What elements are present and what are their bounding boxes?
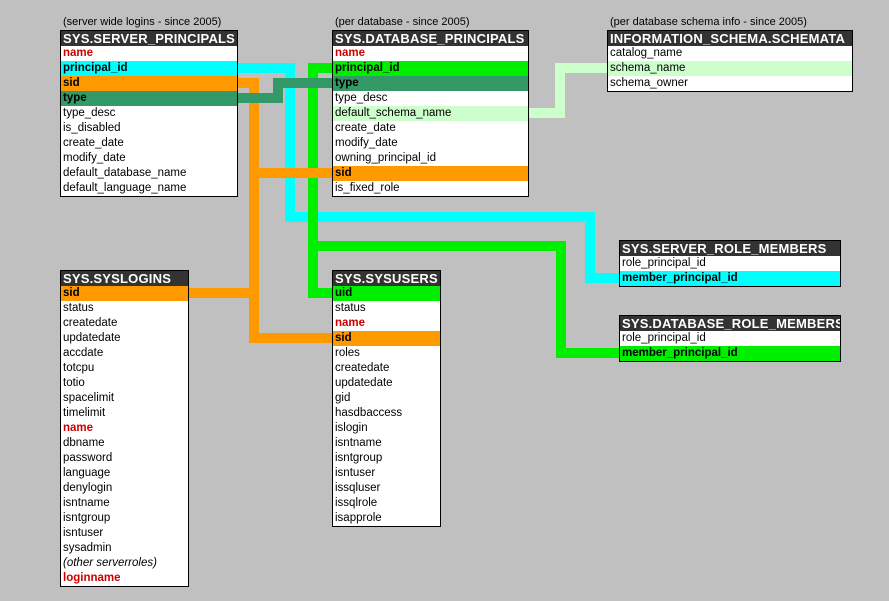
column-isntgroup: isntgroup xyxy=(63,512,111,524)
column-member-principal-id: member_principal_id xyxy=(620,346,840,361)
column-default-schema-name: default_schema_name xyxy=(333,106,528,121)
column-name: name xyxy=(335,317,366,329)
column-dbname: dbname xyxy=(63,437,105,449)
column-issqlrole: issqlrole xyxy=(335,497,378,509)
column-updatedate: updatedate xyxy=(335,377,393,389)
column-name: name xyxy=(63,47,94,59)
column-role-principal-id: role_principal_id xyxy=(622,332,706,344)
table-title: SYS.DATABASE_ROLE_MEMBERS xyxy=(620,316,840,331)
column-totcpu: totcpu xyxy=(63,362,95,374)
column-isntgroup: isntgroup xyxy=(335,452,383,464)
column-modify-date: modify_date xyxy=(63,152,126,164)
column-timelimit: timelimit xyxy=(63,407,106,419)
column-schema-name: schema_name xyxy=(608,61,852,76)
column-isapprole: isapprole xyxy=(335,512,382,524)
link-teal-type xyxy=(237,78,333,103)
table-title: SYS.DATABASE_PRINCIPALS xyxy=(333,31,528,46)
column-denylogin: denylogin xyxy=(63,482,113,494)
column-other-serverroles: (other serverroles) xyxy=(63,557,157,569)
column-member-principal-id: member_principal_id xyxy=(620,271,840,286)
column-create-date: create_date xyxy=(63,137,124,149)
column-isntuser: isntuser xyxy=(335,467,376,479)
table-title: SYS.SYSLOGINS xyxy=(61,271,188,286)
column-name: name xyxy=(335,47,366,59)
column-isntname: isntname xyxy=(63,497,110,509)
column-name: name xyxy=(63,422,94,434)
table-title: SYS.SERVER_PRINCIPALS xyxy=(61,31,237,46)
column-is-disabled: is_disabled xyxy=(63,122,121,134)
column-default-language-name: default_language_name xyxy=(63,182,187,194)
link-green-principal-to-sysusers xyxy=(308,63,333,298)
column-updatedate: updatedate xyxy=(63,332,121,344)
link-orange-sid-to-sysusers xyxy=(249,173,333,343)
column-createdate: createdate xyxy=(63,317,118,329)
column-sid: sid xyxy=(61,76,237,91)
column-status: status xyxy=(335,302,366,314)
column-type: type xyxy=(333,76,528,91)
column-owning-principal-id: owning_principal_id xyxy=(335,152,437,164)
link-cyan-principal-to-server-role-members xyxy=(237,63,620,283)
column-schema-owner: schema_owner xyxy=(610,77,688,89)
caption-database-principals: (per database - since 2005) xyxy=(335,16,470,28)
column-is-fixed-role: is_fixed_role xyxy=(335,182,400,194)
column-language: language xyxy=(63,467,111,479)
column-principal-id: principal_id xyxy=(333,61,528,76)
column-password: password xyxy=(63,452,113,464)
caption-schemata: (per database schema info - since 2005) xyxy=(610,16,807,28)
column-type-desc: type_desc xyxy=(63,107,116,119)
column-gid: gid xyxy=(335,392,351,404)
column-totio: totio xyxy=(63,377,85,389)
column-sysadmin: sysadmin xyxy=(63,542,112,554)
column-uid: uid xyxy=(333,286,440,301)
column-role-principal-id: role_principal_id xyxy=(622,257,706,269)
column-sid: sid xyxy=(333,331,440,346)
column-principal-id: principal_id xyxy=(61,61,237,76)
column-accdate: accdate xyxy=(63,347,104,359)
column-spacelimit: spacelimit xyxy=(63,392,115,404)
column-status: status xyxy=(63,302,94,314)
column-modify-date: modify_date xyxy=(335,137,398,149)
column-loginname: loginname xyxy=(63,572,121,584)
column-sid: sid xyxy=(61,286,188,301)
column-type-desc: type_desc xyxy=(335,92,388,104)
column-create-date: create_date xyxy=(335,122,396,134)
table-title: SYS.SYSUSERS xyxy=(333,271,440,286)
caption-server-principals: (server wide logins - since 2005) xyxy=(63,16,222,28)
column-catalog-name: catalog_name xyxy=(610,47,683,59)
column-islogin: islogin xyxy=(335,422,368,434)
column-issqluser: issqluser xyxy=(335,482,381,494)
column-isntuser: isntuser xyxy=(63,527,104,539)
link-palegreen-schema xyxy=(528,63,608,118)
link-green-principal-to-database-role-members xyxy=(313,241,620,358)
column-hasdbaccess: hasdbaccess xyxy=(335,407,403,419)
column-roles: roles xyxy=(335,347,360,359)
link-orange-sid-to-database-principals xyxy=(237,78,333,178)
table-title: SYS.SERVER_ROLE_MEMBERS xyxy=(620,241,840,256)
column-isntname: isntname xyxy=(335,437,382,449)
table-title: INFORMATION_SCHEMA.SCHEMATA xyxy=(608,31,852,46)
column-sid: sid xyxy=(333,166,528,181)
column-createdate: createdate xyxy=(335,362,390,374)
column-default-database-name: default_database_name xyxy=(63,167,187,179)
column-type: type xyxy=(61,91,237,106)
